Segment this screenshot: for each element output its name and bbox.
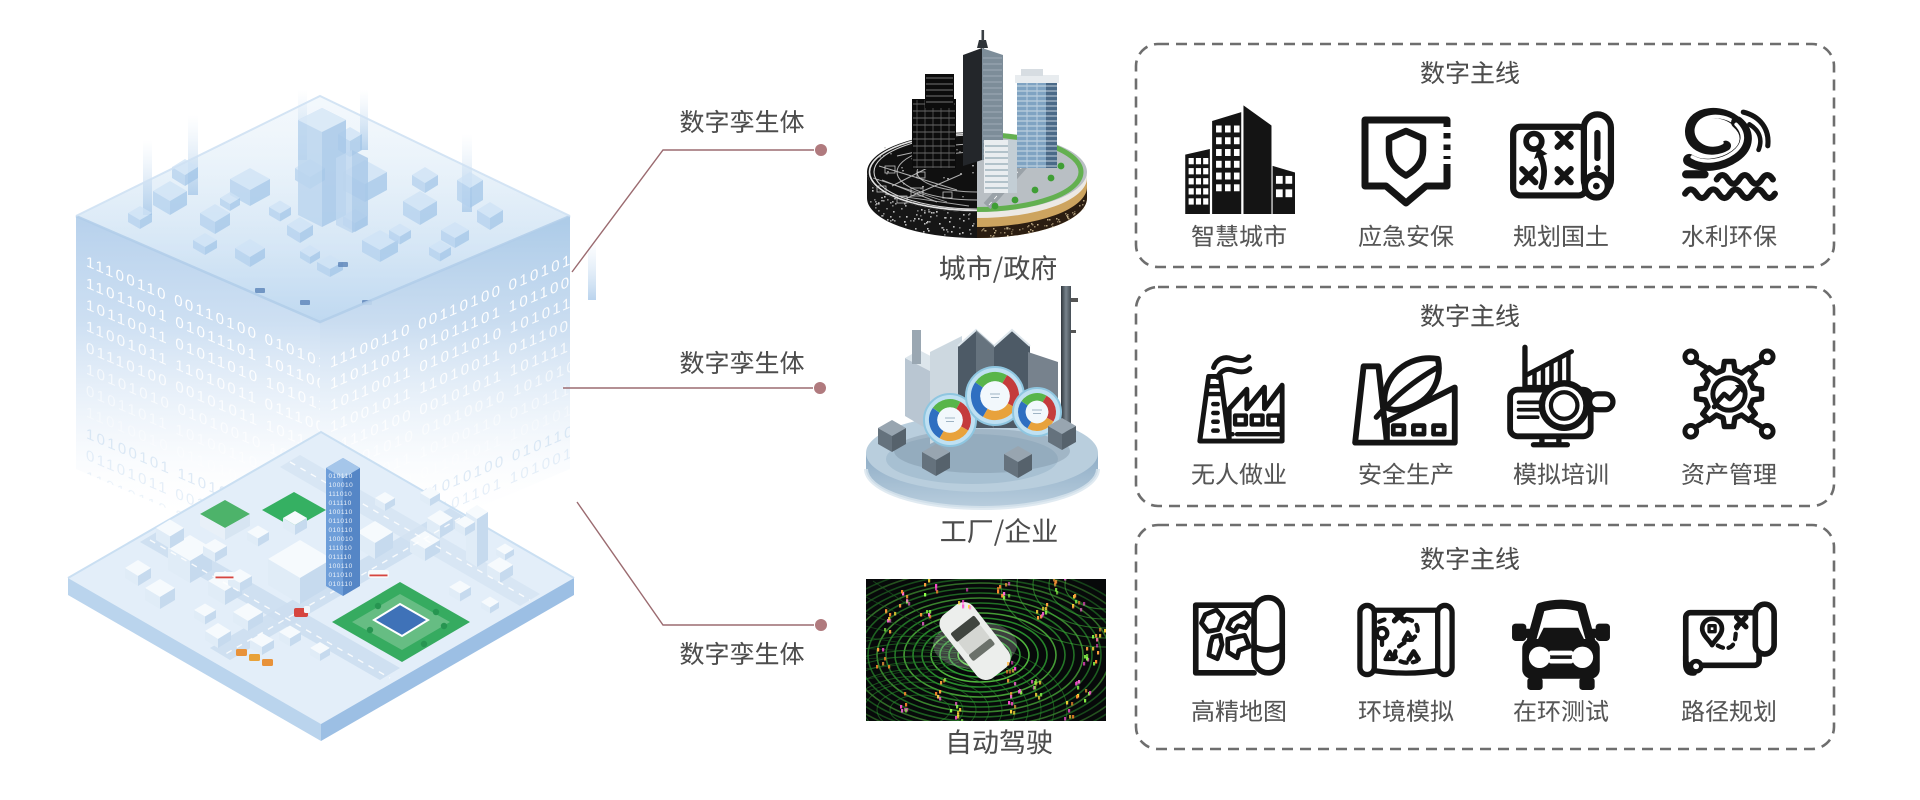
svg-text:111010: 111010 — [329, 491, 353, 498]
svg-text:011110: 011110 — [329, 500, 352, 507]
svg-text:010110: 010110 — [329, 473, 353, 480]
svg-text:011110: 011110 — [329, 554, 352, 561]
svg-text:100110: 100110 — [329, 563, 353, 570]
svg-text:011010: 011010 — [329, 518, 353, 525]
svg-text:010110: 010110 — [329, 581, 353, 588]
svg-text:100110: 100110 — [329, 509, 353, 516]
svg-text:100010: 100010 — [329, 482, 354, 489]
svg-text:111010: 111010 — [329, 545, 353, 552]
svg-text:011010: 011010 — [329, 572, 353, 579]
svg-text:010110: 010110 — [329, 527, 353, 534]
svg-text:100010: 100010 — [329, 536, 354, 543]
